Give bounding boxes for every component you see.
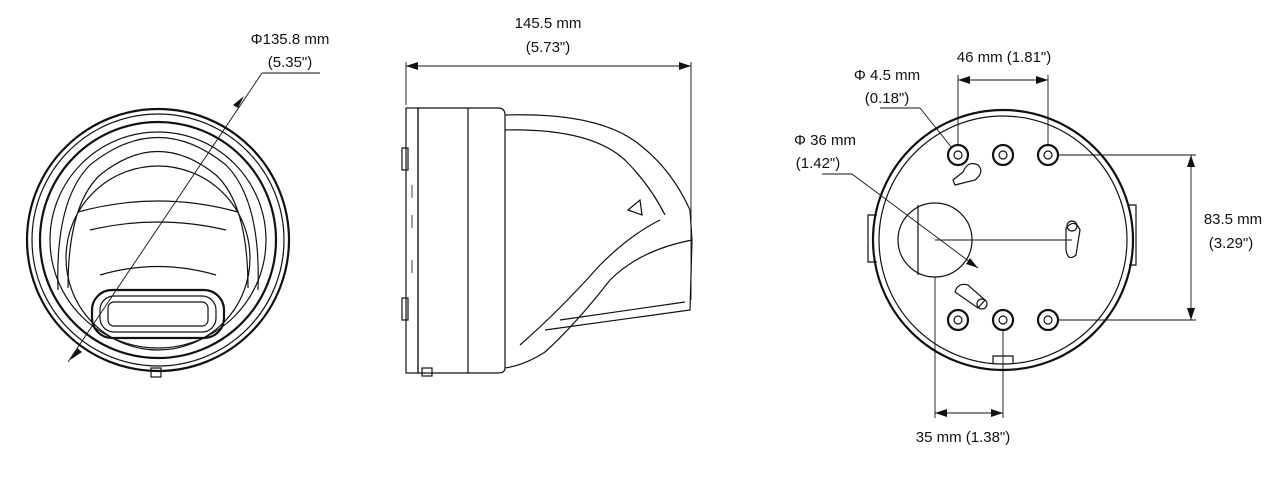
side-visor <box>544 239 693 331</box>
side-view: 145.5 mm (5.73") <box>401 15 693 377</box>
side-arrow-left <box>406 62 418 70</box>
base-mount-holes <box>946 143 1060 332</box>
keyhole-screw-2 <box>1066 220 1078 232</box>
front-bezel <box>38 120 278 360</box>
side-screw <box>421 367 433 377</box>
front-opening <box>57 137 259 291</box>
mount-hole <box>1036 308 1060 332</box>
ball-seam-3 <box>99 265 217 276</box>
mount-hole <box>991 308 1015 332</box>
side-base-tab-1 <box>401 147 409 171</box>
front-view: Φ135.8 mm (5.35") <box>25 31 330 378</box>
camera-ball <box>65 165 251 351</box>
hole-diameter-mm: Φ 4.5 mm <box>854 67 920 84</box>
center-hole-mm: Φ 36 mm <box>794 132 856 149</box>
side-shroud-inner <box>504 129 666 216</box>
front-diameter-mm: Φ135.8 mm <box>251 31 330 48</box>
center-hole-in: (1.42") <box>796 155 841 172</box>
mount-hole <box>991 143 1015 167</box>
front-outer-rim <box>25 107 291 373</box>
keyhole-slot-3 <box>954 283 986 309</box>
top-spacing-label: 46 mm (1.81") <box>957 49 1052 66</box>
front-diameter-leader <box>67 72 263 363</box>
front-bezel-inner <box>49 131 267 349</box>
front-opening-inner <box>67 150 249 289</box>
keyhole-screw-3 <box>976 298 988 310</box>
ball-seam-2 <box>89 221 227 231</box>
hole-diameter-in: (0.18") <box>865 90 910 107</box>
side-arrow-right <box>679 62 691 70</box>
front-screw <box>150 367 162 378</box>
height-mm-label: 83.5 mm <box>1204 211 1262 228</box>
side-lens-detail <box>626 198 643 216</box>
front-leader-arrow-low <box>70 348 82 360</box>
side-shroud <box>504 114 693 369</box>
height-in-label: (3.29") <box>1209 235 1254 252</box>
bottom-spacing-label: 35 mm (1.38") <box>916 429 1011 446</box>
side-depth-in: (5.73") <box>526 39 571 56</box>
lens-glass <box>107 301 209 327</box>
base-right-tab <box>1129 204 1137 266</box>
side-depth-mm: 145.5 mm <box>515 15 582 32</box>
center-leader <box>851 173 979 269</box>
side-ball-edge <box>519 219 661 346</box>
side-visor-inner <box>559 301 686 321</box>
front-rim-inner <box>31 113 285 367</box>
lens-window-outer <box>90 288 226 340</box>
ball-seam <box>77 200 239 213</box>
front-diameter-in: (5.35") <box>268 54 313 71</box>
side-body <box>417 107 506 374</box>
mount-hole <box>946 143 970 167</box>
keyhole-slot-1 <box>952 162 982 186</box>
mount-hole <box>1036 143 1060 167</box>
base-left-tab <box>867 214 877 263</box>
side-base-tab-2 <box>401 297 409 321</box>
base-view: 46 mm (1.81") 83.5 mm (3.29") 35 mm (1.3… <box>794 49 1262 446</box>
mount-hole <box>946 308 970 332</box>
keyhole-slot-2 <box>1065 222 1081 259</box>
hole-leader <box>919 107 953 149</box>
front-leader-arrow-high <box>233 96 244 108</box>
